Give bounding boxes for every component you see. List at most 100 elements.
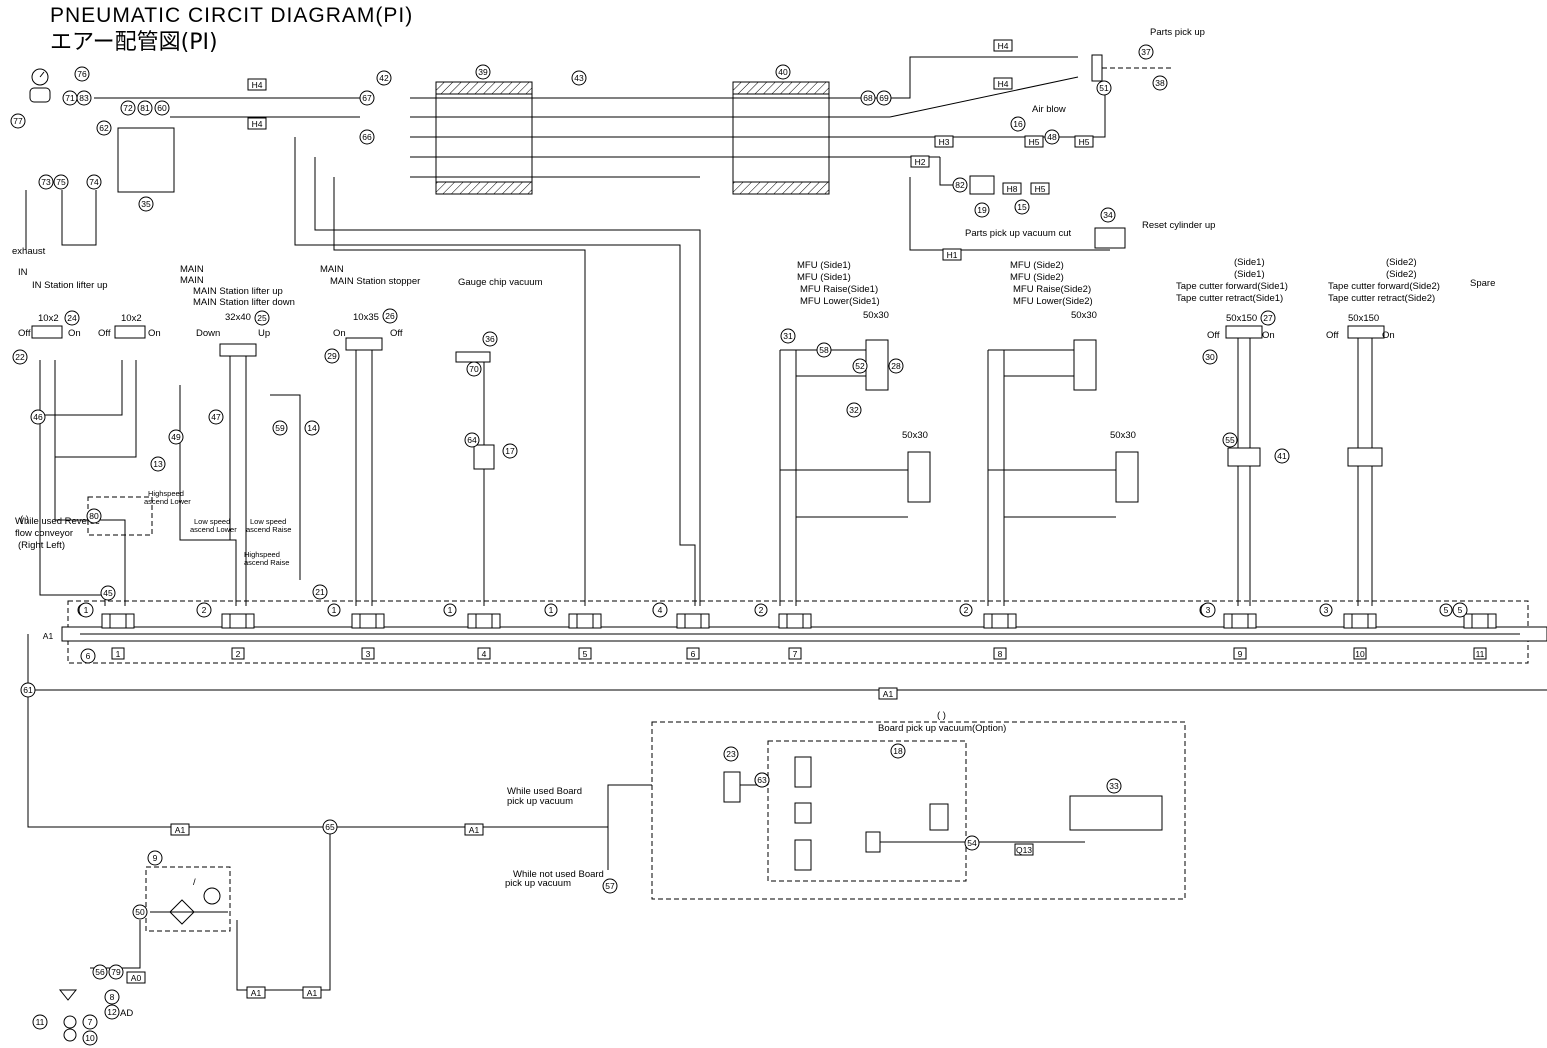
valve-type-balloon	[1439, 603, 1453, 617]
label-side2: (Side2)	[1386, 257, 1417, 268]
part-balloon-67	[359, 90, 375, 106]
part-balloon-77	[10, 113, 26, 129]
part-balloon-45	[100, 585, 116, 601]
cylinder-section: 10x2 10x2 Off On Off On 32x40 Down Up 10…	[18, 310, 1395, 606]
part-balloon-number: 8	[110, 992, 115, 1002]
solenoid-valve-2	[221, 613, 255, 629]
cylinder-size: 50x150	[1226, 313, 1257, 324]
solenoid-valve-1	[101, 613, 135, 629]
pressure-gauge-icon	[203, 887, 221, 905]
part-balloon-54	[964, 835, 980, 851]
label-right-left: (Right Left)	[18, 540, 65, 551]
ejector-18-outline	[767, 740, 967, 882]
part-balloon-11	[32, 1014, 48, 1030]
coupler-41-b	[1347, 447, 1383, 467]
part-balloon-73	[38, 174, 54, 190]
part-balloon-number: 77	[13, 116, 23, 126]
part-balloon-18	[890, 743, 906, 759]
label-main: MAIN	[180, 264, 204, 275]
part-balloon-66	[359, 129, 375, 145]
valve-icon	[794, 756, 812, 788]
cylinder-size: 10x2	[38, 313, 59, 324]
pipe-tag-label: H5	[1079, 137, 1090, 147]
part-balloon-57	[602, 878, 618, 894]
part-balloon-14	[304, 420, 320, 436]
cylinder-left-label: Off	[1207, 330, 1220, 341]
station-number: 11	[1476, 649, 1485, 659]
station-tag	[1233, 647, 1247, 660]
solenoid-valve-11	[1463, 613, 1497, 629]
station-tag	[111, 647, 125, 660]
label-exhaust: exhaust	[12, 246, 46, 257]
pipe-tag	[246, 986, 266, 999]
label-mfu-side2: MFU (Side2)	[1010, 272, 1064, 283]
solenoid-valve-10	[1343, 613, 1377, 629]
part-balloon-number: 19	[977, 205, 987, 215]
part-balloon-number: 50	[135, 907, 145, 917]
label-speed: ascend Raise	[246, 525, 291, 534]
frl-outline	[145, 866, 231, 932]
label-speed: Low speed	[194, 517, 230, 526]
part-balloon-number: 70	[469, 364, 479, 374]
part-balloon-number: 35	[141, 199, 151, 209]
cylinder-28-b	[907, 451, 931, 503]
part-balloon-number: 69	[879, 93, 889, 103]
port-icon	[63, 1028, 77, 1042]
part-balloon-1	[78, 602, 94, 618]
label-reset-cylinder-up: Reset cylinder up	[1142, 220, 1215, 231]
part-balloon-number: 75	[56, 177, 66, 187]
label-parts-pick-up-vacuum-cut: Parts pick up vacuum cut	[965, 228, 1071, 239]
part-balloon-number: 12	[107, 1007, 117, 1017]
part-balloon-number: 27	[1263, 313, 1273, 323]
pipe-tag	[878, 687, 898, 700]
tank-35	[117, 127, 175, 193]
label-while-not-used-board: While not used Board	[513, 869, 604, 880]
pipe-tag-label: A1	[307, 988, 318, 998]
station-tag	[578, 647, 592, 660]
part-balloon-number: 21	[315, 587, 325, 597]
cylinder-left-label: Down	[196, 328, 220, 339]
pipe-tag-label: A1	[469, 825, 480, 835]
part-balloon-number: 30	[1205, 352, 1215, 362]
part-balloon-24	[64, 310, 80, 326]
part-balloon-27	[1260, 310, 1276, 326]
part-balloon-number: 80	[89, 511, 99, 521]
pipe-tag-label: H1	[947, 250, 958, 260]
label-mfu-raise-side2: MFU Raise(Side2)	[1013, 284, 1091, 295]
label-speed: ascend Lower	[190, 525, 237, 534]
part-balloon-37	[1138, 44, 1154, 60]
part-balloon-5	[1452, 602, 1468, 618]
part-balloon-number: 64	[467, 435, 477, 445]
pipe-tag-label: H8	[1007, 184, 1018, 194]
top-supply-section	[25, 54, 1172, 606]
station-number: 5	[583, 649, 588, 659]
label-in: IN	[18, 267, 28, 278]
pipe-tag-label: H5	[1035, 184, 1046, 194]
label-air-blow: Air blow	[1032, 104, 1066, 115]
part-balloon-number: 5	[1458, 605, 1463, 615]
label-option-paren: ( )	[937, 710, 946, 721]
label-parts-pick-up: Parts pick up	[1150, 27, 1205, 38]
pipe-tag-label: H5	[1029, 137, 1040, 147]
label-mfu-side1: MFU (Side1)	[797, 272, 851, 283]
part-balloon-58	[816, 342, 832, 358]
label-while-used-board: pick up vacuum	[507, 796, 573, 807]
solenoid-valve-9	[1223, 613, 1257, 629]
label-side2: (Side2)	[1386, 269, 1417, 280]
cylinder-size: 50x150	[1348, 313, 1379, 324]
part-balloon-number: 74	[89, 177, 99, 187]
pipe-tag-label: H3	[939, 137, 950, 147]
station-number: 6	[691, 649, 696, 659]
cylinder-27-b	[1347, 325, 1385, 339]
part-balloon-13	[150, 456, 166, 472]
part-balloon-number: 48	[1047, 132, 1057, 142]
cylinder-left-label: Off	[98, 328, 111, 339]
solenoid-valve-5	[568, 613, 602, 629]
part-balloon-62	[96, 120, 112, 136]
part-balloon-number: 33	[1109, 781, 1119, 791]
part-balloon-43	[571, 70, 587, 86]
pipe-tag	[993, 77, 1013, 90]
part-balloon-number: 37	[1141, 47, 1151, 57]
part-balloon-52	[852, 358, 868, 374]
part-balloon-number: 31	[783, 331, 793, 341]
